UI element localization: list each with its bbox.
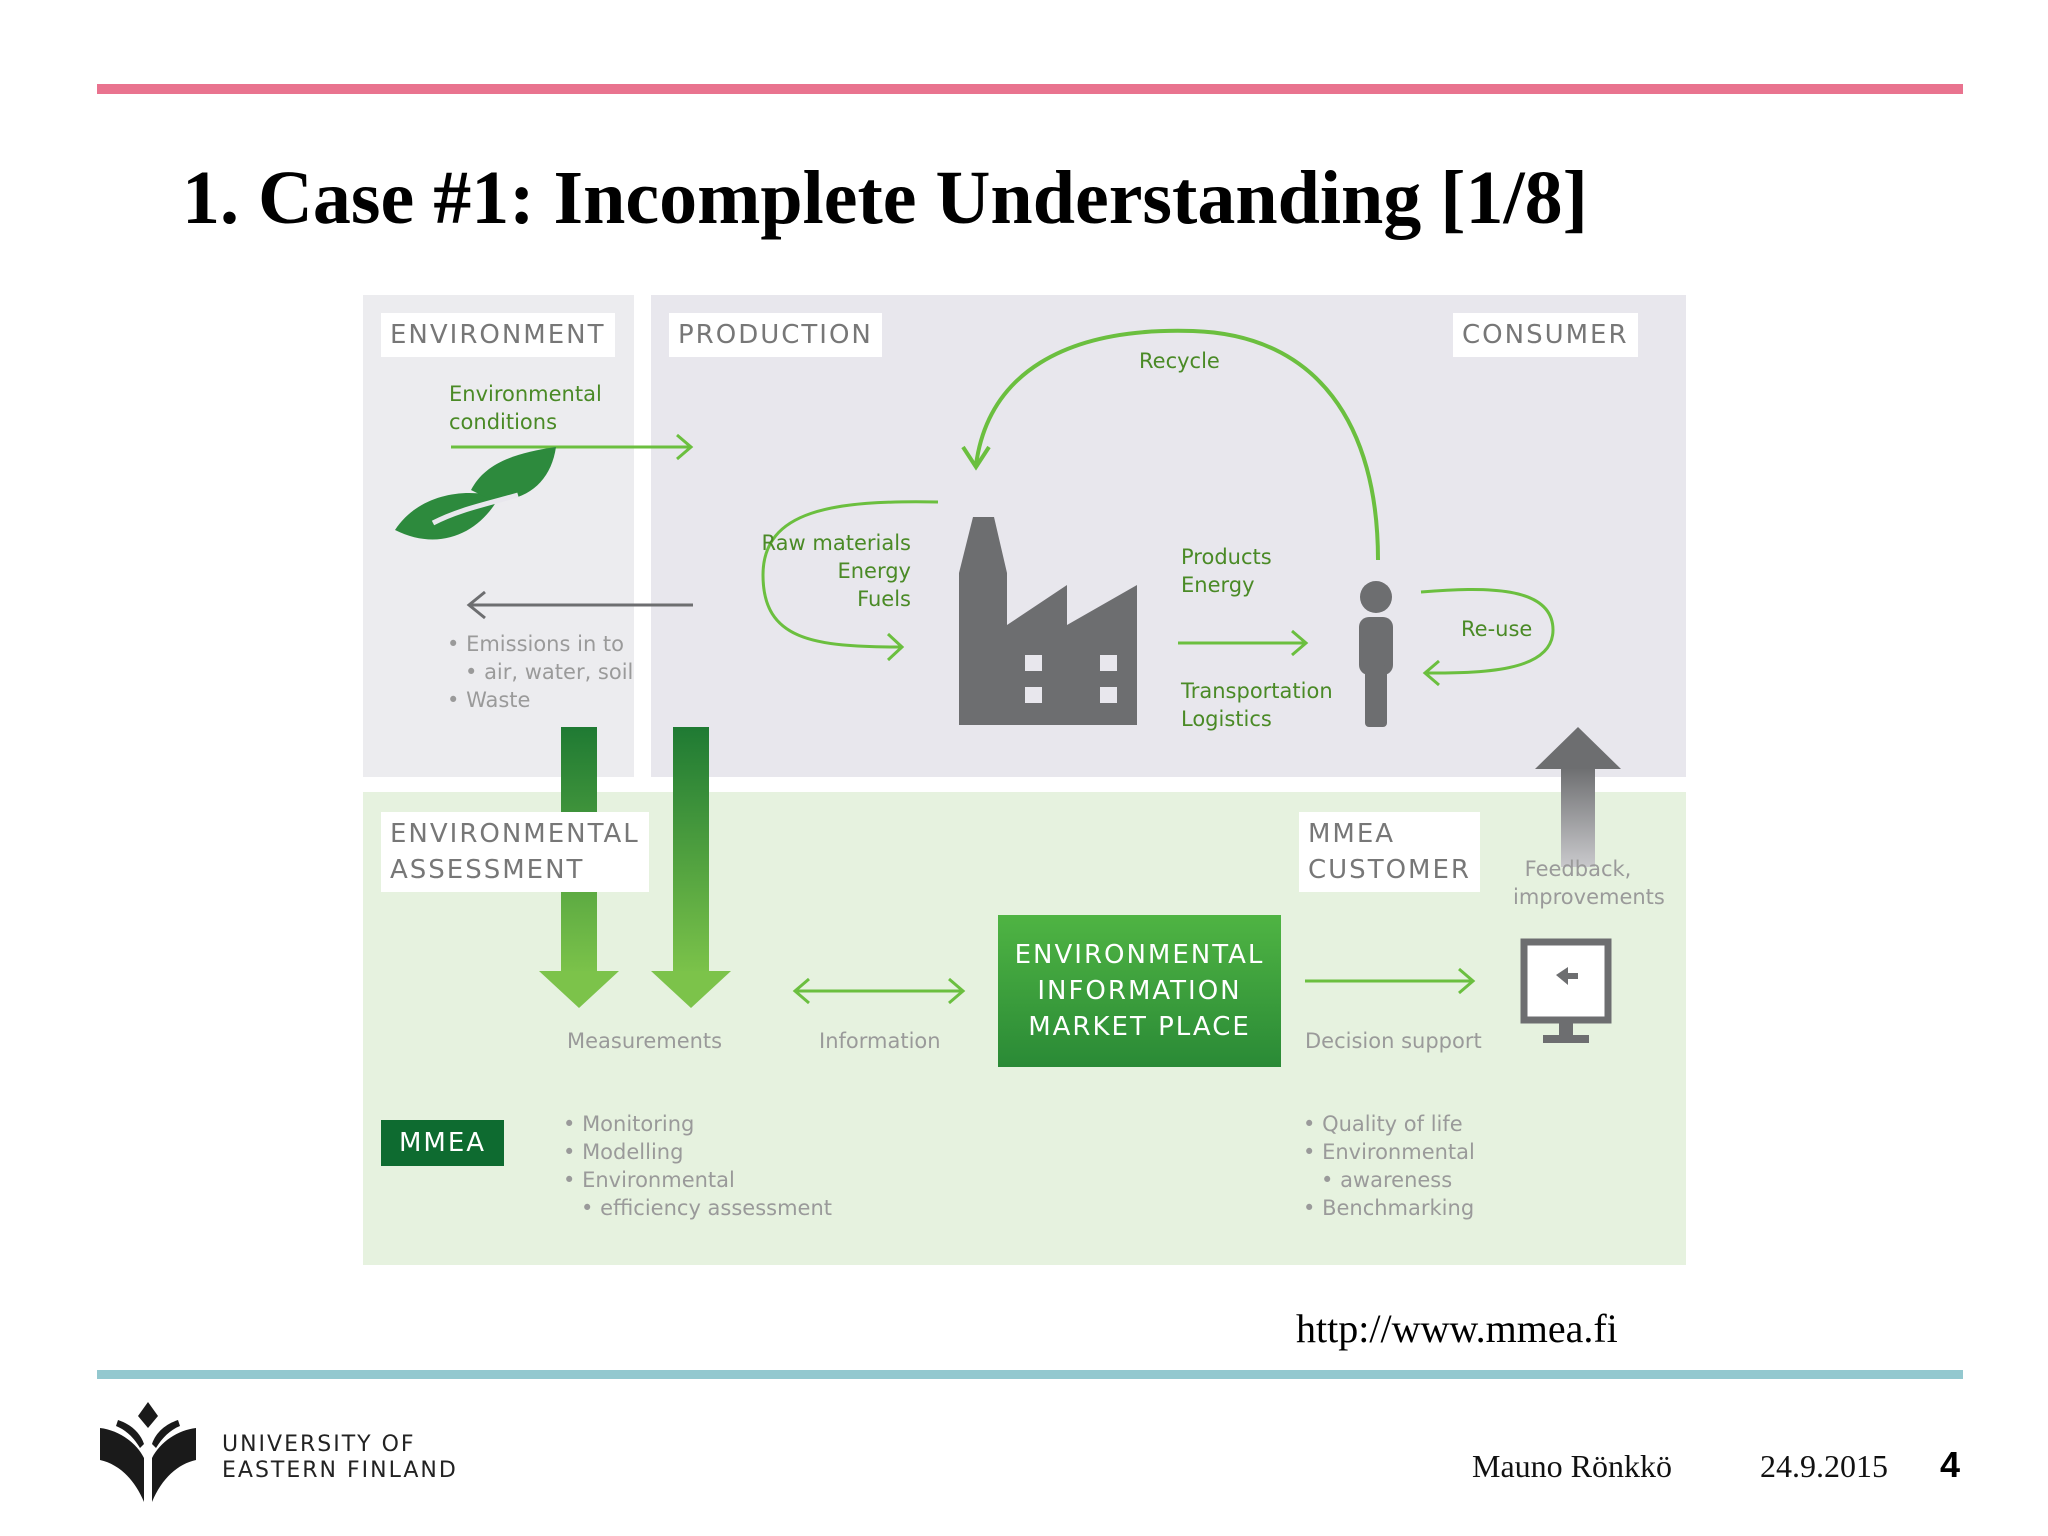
products-label: Products Energy <box>1181 543 1272 599</box>
section-environment: ENVIRONMENT <box>381 313 615 357</box>
section-env-assessment-line1: ENVIRONMENTAL <box>390 819 640 849</box>
products-arrow <box>1178 629 1309 657</box>
source-url: http://www.mmea.fi <box>1296 1306 1618 1351</box>
recycle-label: Recycle <box>1139 349 1220 373</box>
mmea-bullet: Modelling <box>563 1138 832 1166</box>
customer-bullet: Quality of life <box>1303 1110 1475 1138</box>
customer-bullet: Environmental <box>1303 1138 1475 1166</box>
factory-icon <box>959 517 1137 725</box>
customer-bullet: Benchmarking <box>1303 1194 1475 1222</box>
measurements-label: Measurements <box>567 1029 723 1053</box>
feedback-line1: Feedback, <box>1524 857 1632 881</box>
recycle-arrow <box>961 328 1380 561</box>
top-accent-rule <box>97 84 1963 94</box>
env-conditions-line1: Environmental <box>449 382 602 406</box>
emissions-item-cont: air, water, soil <box>447 658 633 686</box>
reuse-label: Re-use <box>1461 617 1533 641</box>
feedback-line2: improvements <box>1513 885 1665 909</box>
products-line: Products <box>1181 545 1272 569</box>
emissions-item: Emissions in to <box>447 630 633 658</box>
arrow-up-icon <box>1535 727 1621 867</box>
section-environmental-assessment: ENVIRONMENTAL ASSESSMENT <box>381 812 649 892</box>
section-consumer: CONSUMER <box>1453 313 1638 357</box>
mmea-bullet: Monitoring <box>563 1110 832 1138</box>
mmea-bullets: Monitoring Modelling Environmental effic… <box>563 1110 832 1222</box>
env-conditions-arrow <box>451 433 694 461</box>
logistics-line: Logistics <box>1181 707 1272 731</box>
university-logo-icon <box>100 1402 196 1502</box>
emissions-item: Waste <box>447 686 633 714</box>
emissions-list: Emissions in to air, water, soil Waste <box>447 630 633 714</box>
decision-support-arrow <box>1305 967 1476 995</box>
university-name: UNIVERSITY OF EASTERN FINLAND <box>222 1432 458 1484</box>
raw-materials-label: Raw materials Energy Fuels <box>761 529 911 613</box>
market-line3: MARKET PLACE <box>1028 1012 1251 1042</box>
page-number: 4 <box>1940 1444 1961 1485</box>
market-line1: ENVIRONMENTAL <box>1014 940 1265 970</box>
fuels-line: Fuels <box>857 587 911 611</box>
decision-support-label: Decision support <box>1305 1029 1482 1053</box>
footer-date: 24.9.2015 <box>1760 1448 1888 1484</box>
bottom-accent-rule <box>97 1370 1963 1379</box>
env-conditions-label: Environmental conditions <box>449 380 602 436</box>
raw-materials-line: Raw materials <box>761 531 911 555</box>
mmea-badge: MMEA <box>381 1120 504 1166</box>
slide-title: 1. Case #1: Incomplete Understanding [1/… <box>182 156 1588 240</box>
university-name-line1: UNIVERSITY OF <box>222 1432 416 1457</box>
mmea-bullet-cont: efficiency assessment <box>563 1194 832 1222</box>
customer-bullets: Quality of life Environmental awareness … <box>1303 1110 1475 1222</box>
emissions-arrow <box>466 590 693 620</box>
raw-energy-line: Energy <box>837 559 911 583</box>
section-mmea-customer-line1: MMEA <box>1308 819 1396 849</box>
env-conditions-line2: conditions <box>449 410 558 434</box>
production-consumer-panel <box>651 295 1686 777</box>
reuse-arrow <box>1420 587 1555 687</box>
environmental-information-market-place: ENVIRONMENTAL INFORMATION MARKET PLACE <box>998 915 1281 1067</box>
transportation-label: Transportation Logistics <box>1181 677 1333 733</box>
monitor-icon <box>1520 938 1612 1043</box>
section-env-assessment-line2: ASSESSMENT <box>390 855 585 885</box>
feedback-label: Feedback, improvements <box>1513 855 1665 911</box>
leaf-icon <box>395 447 556 540</box>
customer-bullet-cont: awareness <box>1303 1166 1475 1194</box>
mmea-bullet: Environmental <box>563 1166 832 1194</box>
market-line2: INFORMATION <box>1037 976 1242 1006</box>
information-label: Information <box>819 1029 941 1053</box>
section-production: PRODUCTION <box>669 313 882 357</box>
transportation-line: Transportation <box>1181 679 1333 703</box>
person-icon <box>1359 581 1393 727</box>
footer-author: Mauno Rönkkö <box>1472 1448 1672 1484</box>
products-energy-line: Energy <box>1181 573 1255 597</box>
university-name-line2: EASTERN FINLAND <box>222 1458 458 1483</box>
information-arrow <box>792 977 966 1005</box>
mmea-diagram: ENVIRONMENT PRODUCTION CONSUMER ENVIRONM… <box>363 295 1686 1265</box>
diagram-graphics <box>395 328 1621 1043</box>
section-mmea-customer: MMEA CUSTOMER <box>1299 812 1480 892</box>
section-mmea-customer-line2: CUSTOMER <box>1308 855 1471 885</box>
raw-materials-arrow <box>761 500 939 662</box>
